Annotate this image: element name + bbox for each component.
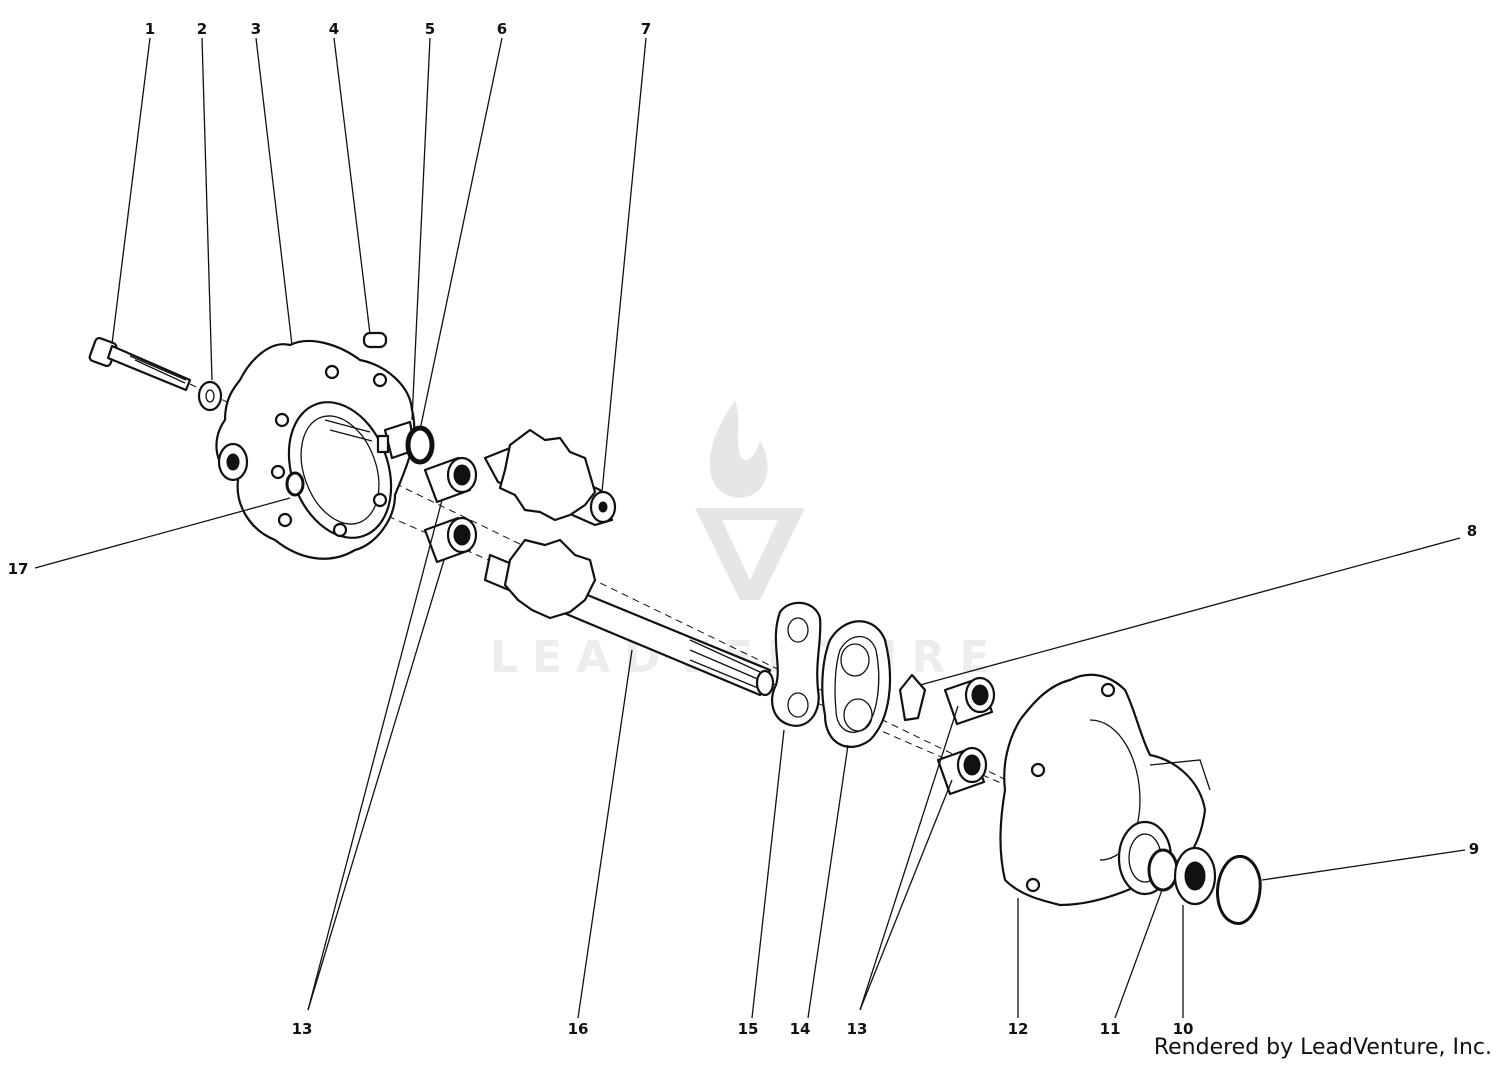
callout-9: 9 — [1469, 840, 1479, 858]
callout-10: 10 — [1173, 1020, 1194, 1038]
watermark: LEADVENTURE — [490, 400, 989, 683]
o-ring — [285, 471, 305, 497]
leader-lines — [34, 37, 1466, 1019]
washer — [197, 380, 223, 412]
dowel-pin — [362, 331, 388, 349]
callout-labels: 1 2 3 4 5 6 7 8 9 10 11 12 13 13 14 15 1… — [8, 20, 1480, 1038]
key — [898, 673, 927, 722]
drive-gear-shaft — [483, 538, 775, 697]
callout-1: 1 — [145, 20, 155, 38]
callout-12: 12 — [1008, 1020, 1029, 1038]
bushings-right — [936, 676, 996, 796]
bushings-left — [423, 456, 478, 564]
cover-plate — [821, 620, 892, 748]
idler-gear — [483, 428, 617, 527]
callout-14: 14 — [790, 1020, 811, 1038]
thrust-washer — [1173, 846, 1217, 906]
callout-7: 7 — [641, 20, 651, 38]
gasket — [771, 601, 822, 727]
callout-2: 2 — [197, 20, 207, 38]
oil-seal — [1147, 848, 1179, 892]
callout-16: 16 — [568, 1020, 589, 1038]
callout-15: 15 — [738, 1020, 759, 1038]
snap-ring — [1215, 855, 1262, 925]
callout-11: 11 — [1100, 1020, 1121, 1038]
callout-3: 3 — [251, 20, 261, 38]
rear-housing — [999, 673, 1211, 907]
seal-ring — [405, 425, 435, 465]
render-credit: Rendered by LeadVenture, Inc. — [1153, 1035, 1492, 1060]
callout-13-left: 13 — [292, 1020, 313, 1038]
callout-5: 5 — [425, 20, 435, 38]
callout-8: 8 — [1467, 522, 1477, 540]
callout-13-right: 13 — [847, 1020, 868, 1038]
bolt — [88, 336, 192, 392]
callout-4: 4 — [329, 20, 339, 38]
callout-17: 17 — [8, 560, 29, 578]
callout-6: 6 — [497, 20, 507, 38]
